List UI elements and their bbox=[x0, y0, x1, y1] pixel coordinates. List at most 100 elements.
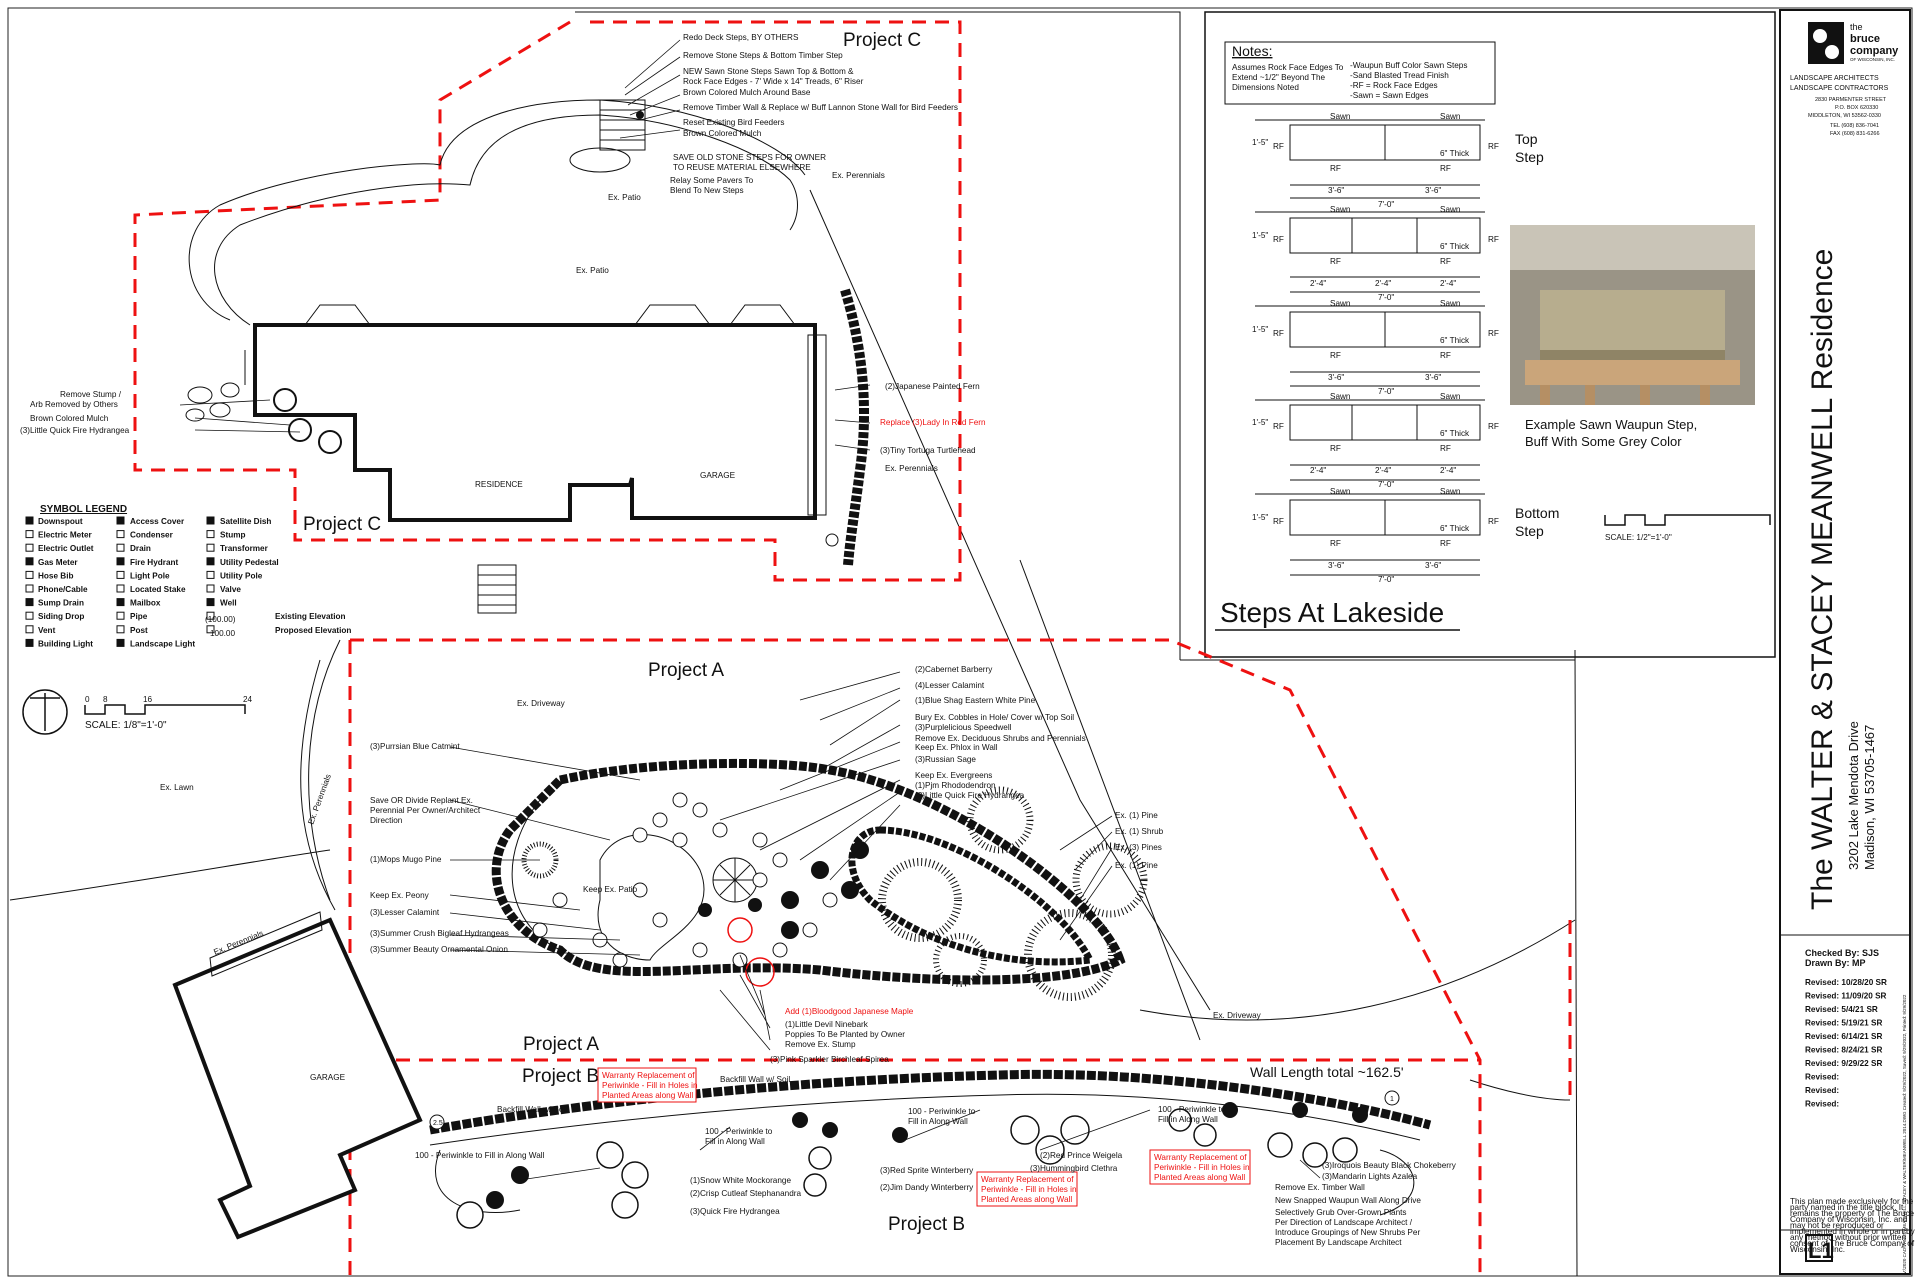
svg-text:New Snapped Waupun Wall Along: New Snapped Waupun Wall Along Drive bbox=[1275, 1196, 1421, 1205]
legend-item: Sump Drain bbox=[38, 599, 84, 608]
svg-text:Warranty Replacement of: Warranty Replacement of bbox=[981, 1175, 1074, 1184]
step-rf-label: RF bbox=[1330, 257, 1341, 266]
step-sawn-label: Sawn bbox=[1330, 205, 1351, 214]
mulch-area bbox=[569, 147, 631, 173]
warranty-box-1 bbox=[597, 1067, 697, 1103]
step-width-dim: 3'-6" bbox=[1425, 561, 1441, 570]
svg-text:company: company bbox=[1850, 45, 1899, 57]
wall-length: Wall Length total ~162.5' bbox=[1250, 1064, 1404, 1080]
svg-text:bruce: bruce bbox=[1850, 33, 1880, 45]
svg-text:Blend To New Steps: Blend To New Steps bbox=[670, 186, 744, 195]
step-width-dim: 3'-6" bbox=[1425, 373, 1441, 382]
svg-text:Warranty Replacement of: Warranty Replacement of bbox=[602, 1071, 695, 1080]
legend-symbol-icon bbox=[116, 516, 125, 525]
step-width-dim: 2'-4" bbox=[1375, 466, 1391, 475]
svg-text:(3)Summer Beauty Ornamental On: (3)Summer Beauty Ornamental Onion bbox=[370, 945, 508, 954]
garage-house-label: GARAGE bbox=[700, 471, 736, 480]
scale-steps-text: SCALE: 1/2"=1'-0" bbox=[1605, 533, 1672, 542]
legend-item: Pipe bbox=[130, 612, 148, 621]
svg-text:Warranty Replacement of: Warranty Replacement of bbox=[1154, 1153, 1247, 1162]
svg-text:Bottom: Bottom bbox=[1515, 505, 1559, 521]
svg-text:Drawn By: MP: Drawn By: MP bbox=[1805, 958, 1866, 968]
title-block: the bruce company OF WISCONSIN, INC. LAN… bbox=[1790, 22, 1916, 1274]
sheet-number-box bbox=[1805, 1234, 1833, 1262]
step-thickness: 6" Thick bbox=[1440, 242, 1470, 251]
legend-item: Satellite Dish bbox=[220, 517, 271, 526]
notes-block: Notes: Assumes Rock Face Edges To Extend… bbox=[1232, 43, 1467, 100]
svg-text:Dimensions Noted: Dimensions Noted bbox=[1232, 83, 1299, 92]
revision-line: Revised: 11/09/20 SR bbox=[1805, 992, 1887, 1001]
legend-item: Mailbox bbox=[130, 599, 161, 608]
warranty-box-2 bbox=[976, 1171, 1078, 1207]
notes-box bbox=[1224, 41, 1496, 105]
steps-title: Steps At Lakeside bbox=[1220, 597, 1444, 628]
svg-text:Brown Colored Mulch: Brown Colored Mulch bbox=[30, 414, 109, 423]
svg-text:Ex. Perennials: Ex. Perennials bbox=[885, 464, 938, 473]
revision-line: Revised: 8/24/21 SR bbox=[1805, 1046, 1882, 1055]
project-c-right-callouts: (2)Japanese Painted Fern Replace (3)Lady… bbox=[880, 382, 986, 473]
patio-outline bbox=[188, 99, 806, 385]
svg-text:(4)Lesser Calamint: (4)Lesser Calamint bbox=[915, 681, 985, 690]
project-b-shrubs bbox=[456, 1108, 1358, 1229]
photo-caption-1: Example Sawn Waupun Step, bbox=[1525, 417, 1697, 432]
svg-text:-RF = Rock Face Edges: -RF = Rock Face Edges bbox=[1350, 81, 1438, 90]
legend-item: Landscape Light bbox=[130, 639, 195, 648]
svg-text:Keep Ex. Peony: Keep Ex. Peony bbox=[370, 891, 430, 900]
svg-text:8: 8 bbox=[103, 695, 108, 704]
svg-text:Arb Removed by Others: Arb Removed by Others bbox=[30, 400, 118, 409]
legend-item: Electric Outlet bbox=[38, 544, 94, 553]
step-rf-label: RF bbox=[1273, 517, 1284, 526]
revision-line: Revised: 6/14/21 SR bbox=[1805, 1032, 1882, 1041]
svg-text:P.O. BOX 620330: P.O. BOX 620330 bbox=[1835, 105, 1878, 111]
site-address-1: 3202 Lake Mendota Drive bbox=[1846, 721, 1861, 870]
file-path: V:\2020 CAD\WIN\20\MEANWELL, STACEY & WA… bbox=[1902, 994, 1907, 1274]
disclaimer-line: consent of The Bruce Company of bbox=[1790, 1239, 1915, 1248]
svg-text:Remove Ex. Deciduous Shrubs an: Remove Ex. Deciduous Shrubs and Perennia… bbox=[915, 734, 1086, 743]
svg-text:the: the bbox=[1850, 22, 1863, 32]
step-height-dim: 1'-5" bbox=[1252, 418, 1268, 427]
disclaimer-line: may not be reproduced or bbox=[1790, 1221, 1884, 1230]
svg-text:Periwinkle - Fill in Holes in: Periwinkle - Fill in Holes in bbox=[981, 1185, 1077, 1194]
svg-text:Notes:: Notes: bbox=[1232, 43, 1272, 59]
svg-text:Fill in Along Wall: Fill in Along Wall bbox=[1158, 1115, 1218, 1124]
north-arrow-icon bbox=[22, 689, 68, 735]
svg-text:Step: Step bbox=[1515, 149, 1544, 165]
legend-item: Transformer bbox=[220, 544, 269, 553]
step-height-dim: 1'-5" bbox=[1252, 325, 1268, 334]
svg-text:Planted Areas along Wall: Planted Areas along Wall bbox=[981, 1195, 1072, 1204]
legend-symbol-icon bbox=[25, 543, 34, 552]
step-height-dim: 1'-5" bbox=[1252, 231, 1268, 240]
step-width-dim: 3'-6" bbox=[1328, 373, 1344, 382]
svg-text:Remove Timber Wall & Replace w: Remove Timber Wall & Replace w/ Buff Lan… bbox=[683, 103, 958, 112]
scale-bar-steps bbox=[1604, 514, 1771, 526]
project-a-left-callouts: (3)Purrsian Blue Catmint Save OR Divide … bbox=[370, 742, 509, 954]
svg-text:100.00: 100.00 bbox=[210, 629, 235, 638]
legend-symbol-icon bbox=[116, 543, 125, 552]
legend-item: Vent bbox=[38, 626, 56, 635]
svg-text:(3)Little Quick Fire Hydrangea: (3)Little Quick Fire Hydrangea bbox=[915, 791, 1025, 800]
revision-line: Revised: 5/4/21 SR bbox=[1805, 1005, 1878, 1014]
svg-text:0: 0 bbox=[85, 695, 90, 704]
leader-lines bbox=[179, 39, 1321, 1181]
svg-text:(2)Japanese Painted Fern: (2)Japanese Painted Fern bbox=[885, 382, 980, 391]
svg-text:1: 1 bbox=[1390, 1096, 1394, 1103]
step-width-dim: 2'-4" bbox=[1310, 466, 1326, 475]
project-c-callouts: Redo Deck Steps, BY OTHERS Remove Stone … bbox=[670, 33, 958, 195]
step-rf-label: RF bbox=[1488, 329, 1499, 338]
lower-stairs bbox=[477, 564, 517, 614]
step-detail-drawings bbox=[1255, 119, 1485, 576]
svg-text:Keep Ex. Evergreens: Keep Ex. Evergreens bbox=[915, 771, 992, 780]
legend-symbol-icon bbox=[206, 543, 215, 552]
project-a-right-callouts: (2)Cabernet Barberry (4)Lesser Calamint … bbox=[915, 665, 1164, 870]
legend-symbol-icon bbox=[25, 570, 34, 579]
lower-garage-footprint bbox=[172, 917, 423, 1240]
step-total-dim: 7'-0" bbox=[1378, 480, 1394, 489]
step-sawn-label: Sawn bbox=[1440, 392, 1461, 401]
svg-text:(3)Purrsian Blue Catmint: (3)Purrsian Blue Catmint bbox=[370, 742, 460, 751]
step-rf-label: RF bbox=[1440, 351, 1451, 360]
legend-item: Access Cover bbox=[130, 517, 185, 526]
step-rf-label: RF bbox=[1488, 142, 1499, 151]
project-c-bottom-label: Project C bbox=[303, 514, 381, 535]
svg-text:(1)Little Devil Ninebark: (1)Little Devil Ninebark bbox=[785, 1020, 869, 1029]
project-b-bottom-label: Project B bbox=[888, 1214, 965, 1235]
